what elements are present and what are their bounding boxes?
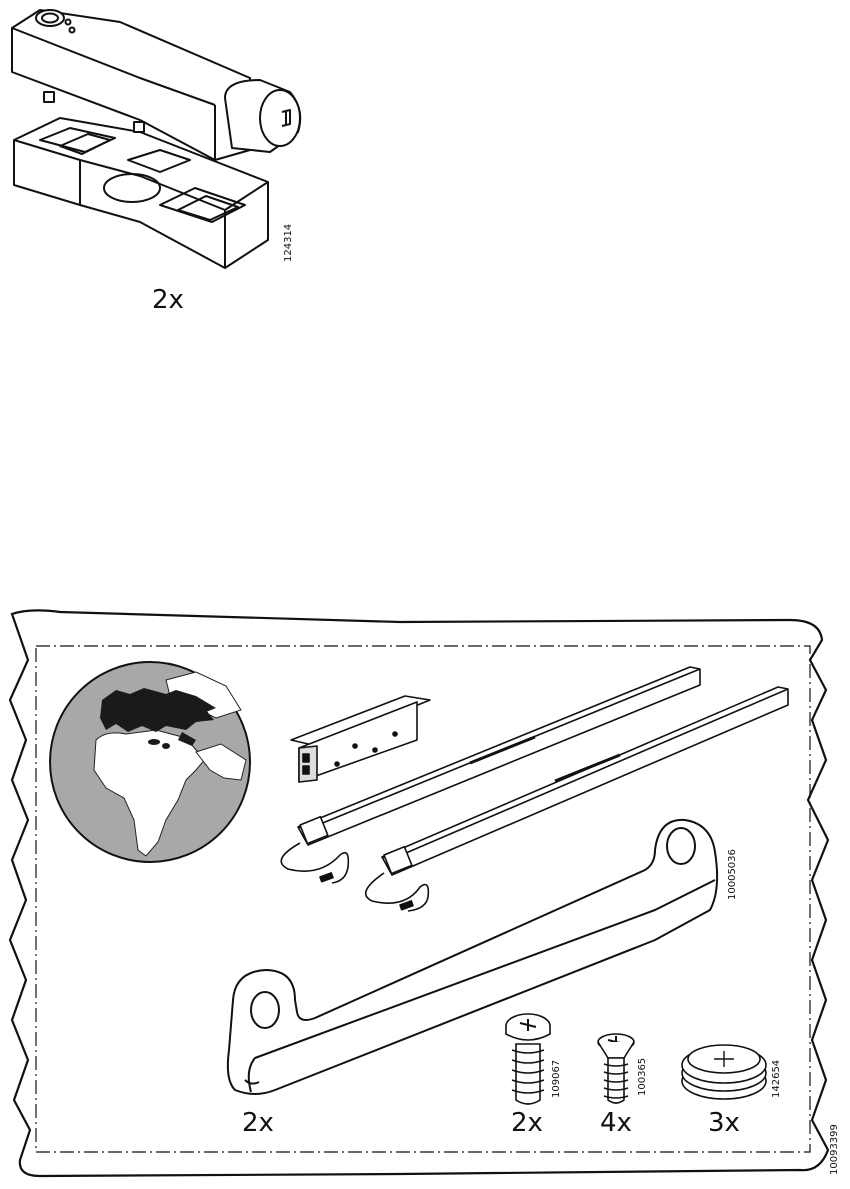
push-latch-illustration (11, 9, 302, 269)
globe-icon (49, 661, 251, 863)
driver-unit-illustration (290, 695, 431, 783)
top-part-quantity: 2x (152, 285, 184, 315)
mounting-rail-illustration (226, 818, 719, 1095)
top-part-article-number: 124314 (283, 223, 294, 262)
bag-outline (8, 609, 830, 1178)
led-strips-illustration (280, 666, 789, 912)
bag-article-number: 10005036 (727, 849, 738, 900)
rail-quantity: 2x (242, 1108, 274, 1138)
screw-109067-illustration (505, 1013, 551, 1105)
driver-unit (285, 690, 435, 790)
adhesive-pads-quantity: 3x (708, 1108, 740, 1138)
screw-109067-quantity: 2x (511, 1108, 543, 1138)
adhesive-pads-142654 (676, 1035, 776, 1105)
adhesive-pads-illustration (681, 1044, 767, 1100)
screw-100365 (594, 1030, 644, 1110)
screw-100365-illustration (597, 1033, 635, 1104)
screw-109067-article-number: 109067 (551, 1059, 562, 1098)
led-strips (260, 655, 800, 915)
page-id: 10093399 (829, 1124, 840, 1175)
mounting-rail (215, 800, 725, 1100)
adhesive-pads-article-number: 142654 (771, 1059, 782, 1098)
globe-region-illustration (46, 660, 256, 870)
screw-100365-quantity: 4x (600, 1108, 632, 1138)
hardware-bag (0, 590, 850, 1185)
screw-100365-article-number: 100365 (637, 1057, 648, 1096)
screw-109067 (500, 1010, 560, 1110)
push-latch-part (0, 0, 302, 280)
